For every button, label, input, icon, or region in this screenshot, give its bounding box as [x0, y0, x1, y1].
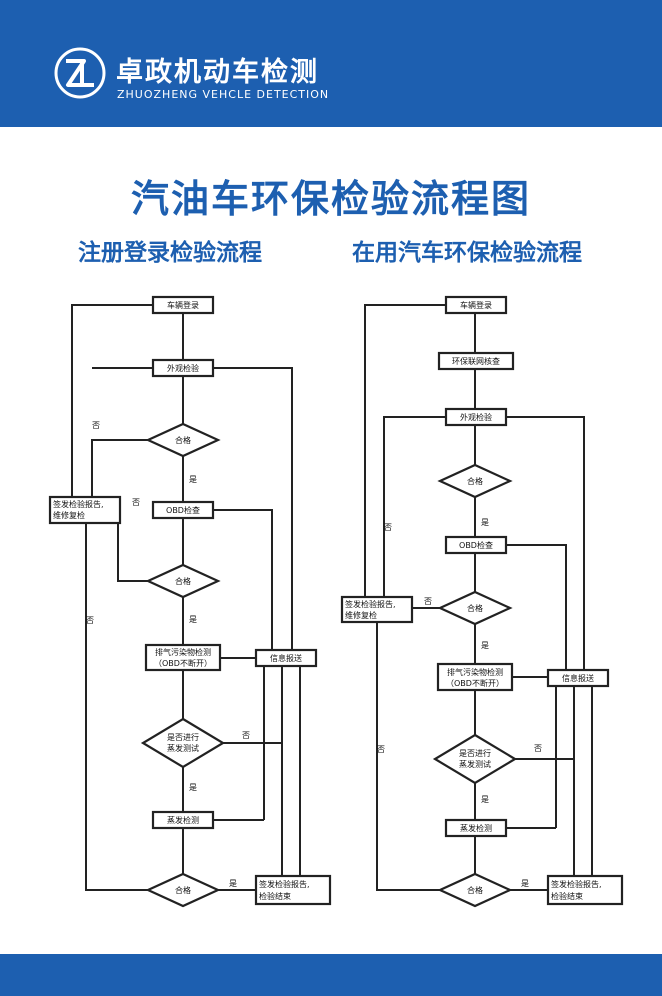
- left-edge-label-yes: 是: [189, 783, 197, 792]
- right-node-obd: [444, 535, 508, 555]
- left-node-appearance-label: 外观检验: [167, 363, 199, 373]
- right-edge-label-yes: 是: [521, 879, 529, 888]
- right-decision-evap-label-2: 蒸发测试: [459, 759, 491, 769]
- left-node-exhaust-label-1: 排气污染物检测: [155, 647, 211, 657]
- left-node-obd: [151, 500, 215, 520]
- right-decision-evap-label-1: 是否进行: [459, 748, 491, 758]
- left-node-register: [151, 295, 215, 315]
- left-node-appearance: [151, 358, 215, 378]
- left-node-obd-label: OBD检查: [166, 505, 200, 515]
- right-node-register-label: 车辆登录: [460, 300, 492, 310]
- left-node-report-end: [254, 874, 332, 906]
- right-edge-label-no: 否: [534, 744, 542, 753]
- left-node-report-repair-label-1: 签发检验报告,: [53, 499, 104, 509]
- right-decision-pass-2: [437, 590, 513, 626]
- right-decision-evap: [432, 733, 518, 785]
- right-edge-label-no: 否: [377, 745, 385, 754]
- left-node-info-report-label: 信息报送: [270, 653, 302, 663]
- left-edge-label-no: 否: [92, 421, 100, 430]
- right-node-network-check-label: 环保联网核查: [452, 356, 500, 366]
- left-edge-label-no: 否: [242, 731, 250, 740]
- right-node-report-repair-label-1: 签发检验报告,: [345, 599, 396, 609]
- right-node-network-check: [437, 351, 515, 371]
- right-edge-label-yes: 是: [481, 518, 489, 527]
- right-node-exhaust: [436, 662, 514, 692]
- page-title: 汽油车环保检验流程图: [130, 177, 531, 221]
- left-edge-label-no: 否: [86, 616, 94, 625]
- right-decision-pass-2-label: 合格: [467, 603, 483, 613]
- left-node-report-end-label-2: 检验结束: [259, 891, 291, 901]
- right-decision-pass-1-label: 合格: [467, 476, 483, 486]
- left-edge-label-yes: 是: [189, 615, 197, 624]
- right-flow-title: 在用汽车环保检验流程: [352, 240, 582, 266]
- right-node-appearance: [444, 407, 508, 427]
- right-edge-label-yes: 是: [481, 795, 489, 804]
- left-node-report-repair: [48, 495, 122, 525]
- right-decision-pass-3: [437, 872, 513, 908]
- footer-bar: [0, 954, 662, 996]
- left-node-evap-test-label: 蒸发检测: [167, 815, 199, 825]
- right-node-report-repair: [340, 595, 414, 624]
- right-node-report-end-label-1: 签发检验报告,: [551, 879, 602, 889]
- right-node-info-report-label: 信息报送: [562, 673, 594, 683]
- right-node-register: [444, 295, 508, 315]
- header-bar: [0, 0, 662, 127]
- left-decision-pass-2: [145, 563, 221, 599]
- left-decision-evap-label-1: 是否进行: [167, 732, 199, 742]
- right-node-appearance-label: 外观检验: [460, 412, 492, 422]
- left-decision-evap: [140, 717, 226, 769]
- left-decision-pass-2-label: 合格: [175, 576, 191, 586]
- left-decision-pass-1-label: 合格: [175, 435, 191, 445]
- right-edge-label-no: 否: [384, 523, 392, 532]
- right-node-evap-test: [444, 818, 508, 838]
- left-decision-pass-1: [145, 422, 221, 458]
- left-decision-pass-3-label: 合格: [175, 885, 191, 895]
- left-node-register-label: 车辆登录: [167, 300, 199, 310]
- right-node-info-report: [546, 668, 610, 688]
- right-node-evap-test-label: 蒸发检测: [460, 823, 492, 833]
- left-flow-title: 注册登录检验流程: [78, 240, 262, 266]
- right-node-report-end-label-2: 检验结束: [551, 891, 583, 901]
- left-node-evap-test: [151, 810, 215, 830]
- left-edge-label-no: 否: [132, 498, 140, 507]
- left-node-report-end-label-1: 签发检验报告,: [259, 879, 310, 889]
- left-node-report-repair-label-2: 维修复检: [53, 510, 85, 520]
- right-node-report-end: [546, 874, 624, 906]
- left-decision-evap-label-2: 蒸发测试: [167, 743, 199, 753]
- right-node-exhaust-label-2: （OBD不断开）: [446, 678, 504, 688]
- left-decision-pass-3: [145, 872, 221, 908]
- right-node-report-repair-label-2: 维修复检: [345, 610, 377, 620]
- brand-name-en: ZHUOZHENG VEHCLE DETECTION: [117, 88, 330, 101]
- zhuozheng-logo-icon: [54, 47, 106, 99]
- right-decision-pass-3-label: 合格: [467, 885, 483, 895]
- left-node-exhaust: [144, 643, 222, 672]
- right-node-exhaust-label-1: 排气污染物检测: [447, 667, 503, 677]
- left-node-info-report: [254, 648, 318, 668]
- right-node-obd-label: OBD检查: [459, 540, 493, 550]
- left-edge-label-yes: 是: [189, 475, 197, 484]
- right-decision-pass-1: [437, 463, 513, 499]
- right-edge-label-yes: 是: [481, 641, 489, 650]
- left-edge-label-yes: 是: [229, 879, 237, 888]
- brand-name-cn: 卓政机动车检测: [116, 57, 319, 88]
- right-edge-label-no: 否: [424, 597, 432, 606]
- left-node-exhaust-label-2: （OBD不断开）: [154, 658, 212, 668]
